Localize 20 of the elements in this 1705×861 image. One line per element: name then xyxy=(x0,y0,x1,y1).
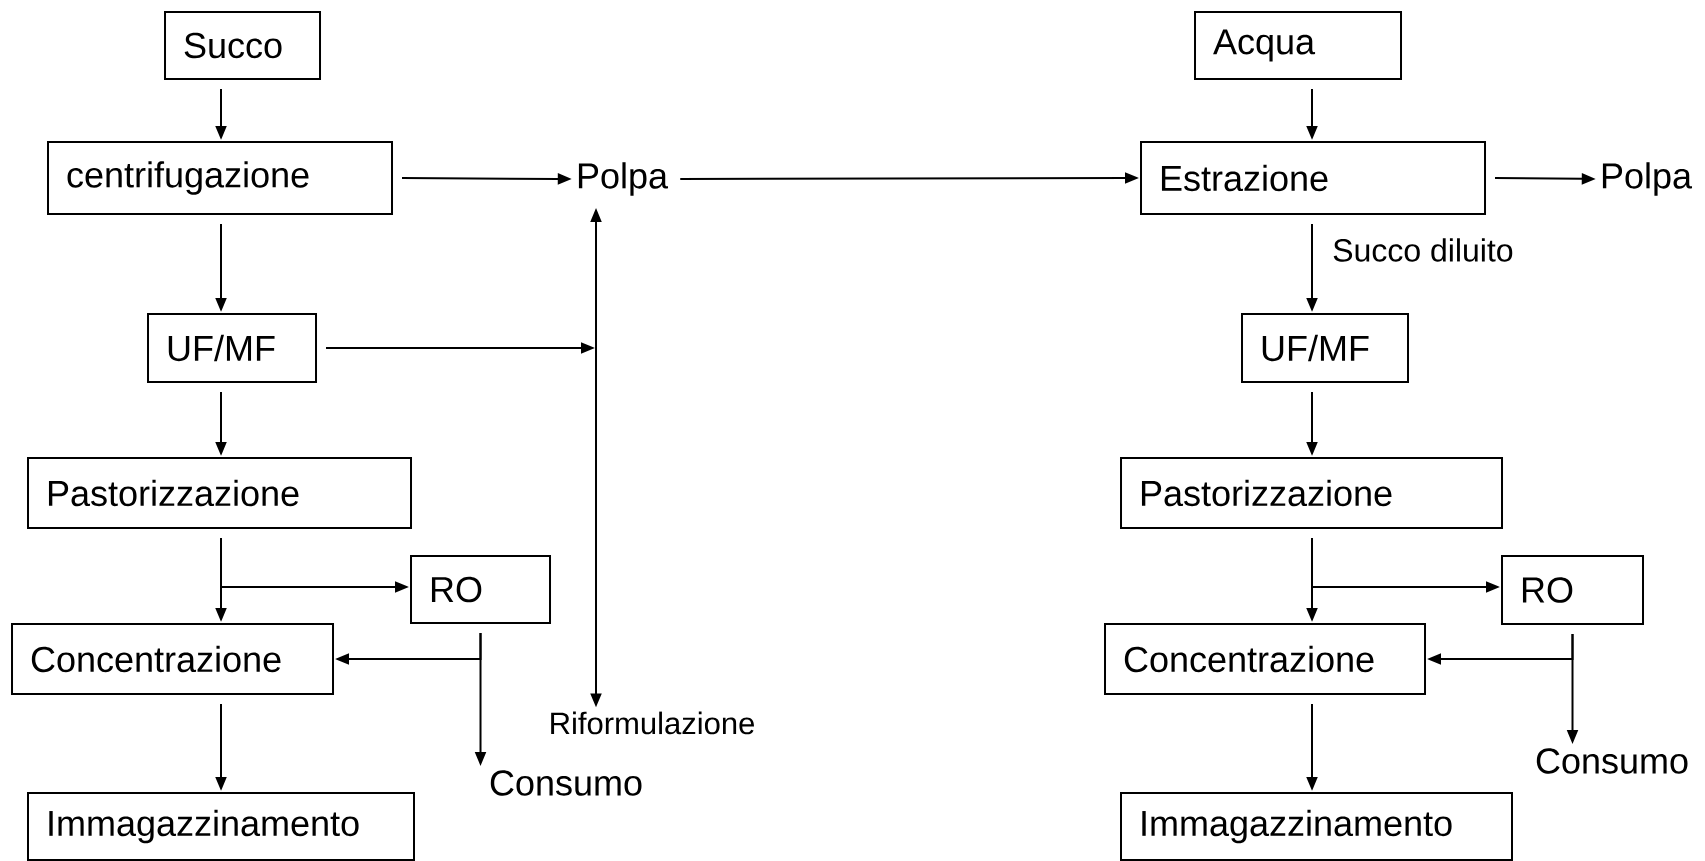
process-box: Pastorizzazione xyxy=(27,457,412,529)
process-box: Immagazzinamento xyxy=(27,792,415,861)
process-box: Pastorizzazione xyxy=(1120,457,1503,529)
process-box: UF/MF xyxy=(147,313,317,383)
flow-label: Riformulazione xyxy=(551,711,754,735)
flow-label: Polpa xyxy=(1602,162,1692,196)
process-box: Concentrazione xyxy=(11,623,334,695)
flow-label: Consumo xyxy=(1536,748,1688,774)
process-box: RO xyxy=(1501,555,1644,625)
process-box: Succo xyxy=(164,11,321,80)
process-box: Estrazione xyxy=(1140,141,1486,215)
process-box: Acqua xyxy=(1194,11,1402,80)
edge-label: Succo diluito xyxy=(1333,238,1513,262)
process-box: centrifugazione xyxy=(47,141,393,215)
process-box: Concentrazione xyxy=(1104,623,1426,695)
process-box: Immagazzinamento xyxy=(1120,792,1513,861)
flow-label: Consumo xyxy=(490,770,642,796)
process-box: UF/MF xyxy=(1241,313,1409,383)
flow-label: Polpa xyxy=(578,162,668,196)
process-box: RO xyxy=(410,555,551,624)
